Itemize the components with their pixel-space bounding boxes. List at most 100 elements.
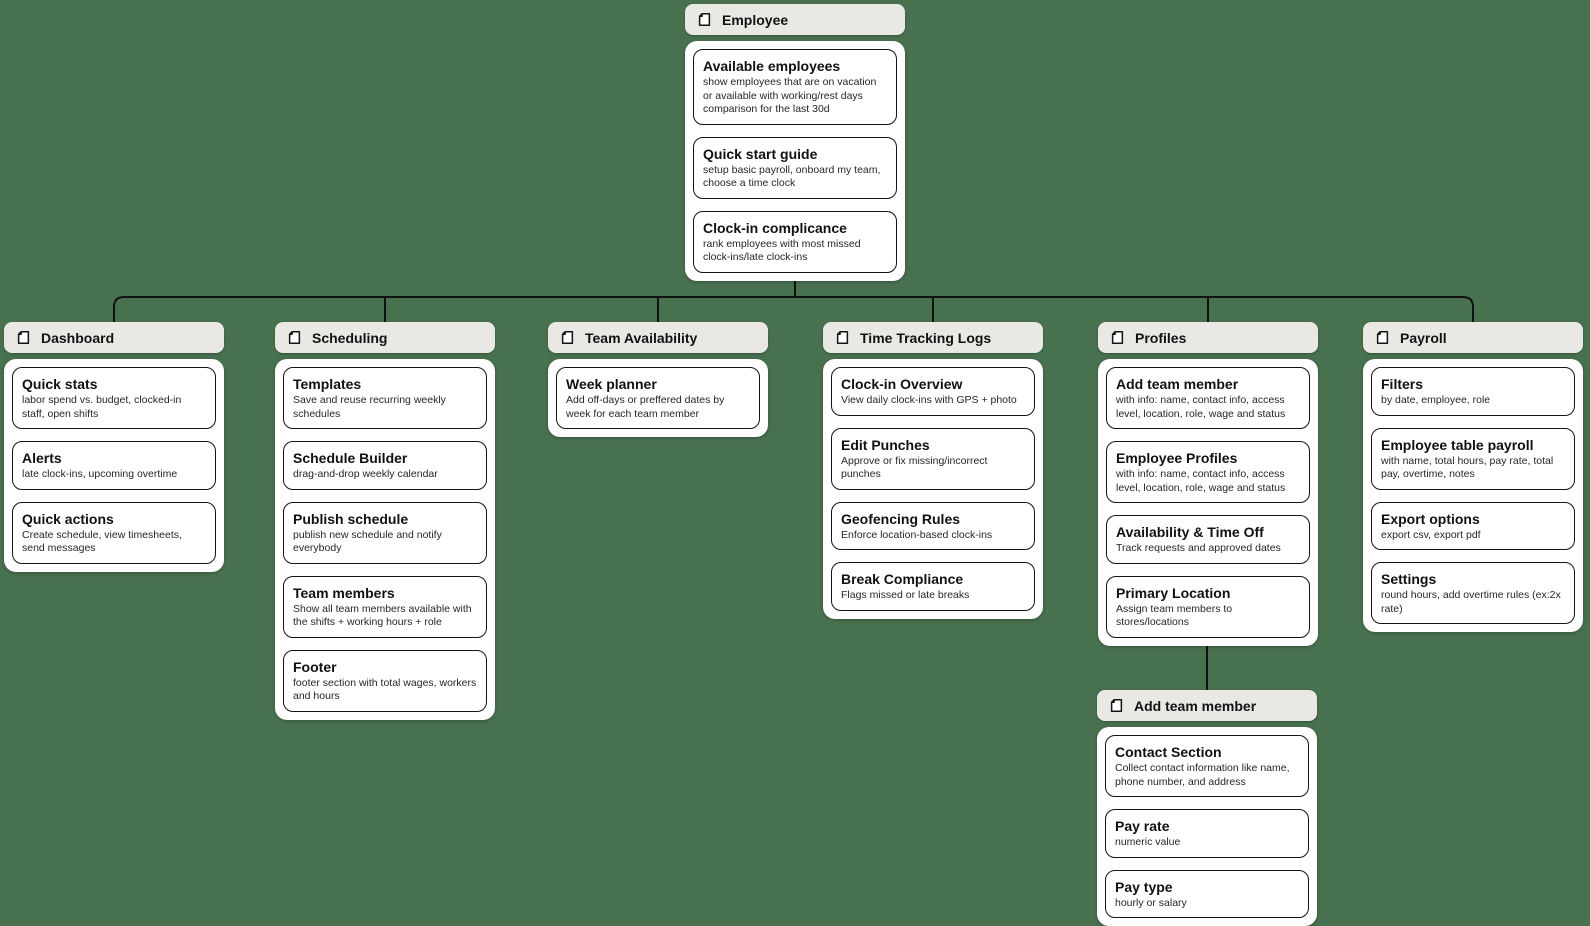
card-description: Collect contact information like name, p…: [1115, 762, 1290, 788]
connector-horizontal-rail: [113, 296, 1474, 323]
node-profiles[interactable]: Profiles Add team member with info: name,…: [1098, 322, 1318, 646]
card-description: numeric value: [1115, 836, 1181, 848]
card-title: Primary Location: [1116, 584, 1231, 601]
card-alerts[interactable]: Alerts late clock-ins, upcoming overtime: [12, 441, 216, 490]
card-title: Add team member: [1116, 376, 1239, 392]
card-title: Availability & Time Off: [1116, 524, 1264, 540]
card-description: round hours, add overtime rules (ex:2x r…: [1381, 589, 1561, 615]
node-title: Employee: [722, 11, 789, 28]
card-description: show employees that are on vacation or a…: [703, 76, 877, 115]
card-title: Filters: [1381, 376, 1424, 392]
card-description: by date, employee, role: [1381, 394, 1491, 406]
card-description: Track requests and approved dates: [1116, 542, 1281, 554]
node-header[interactable]: Team Availability: [548, 322, 768, 353]
node-header[interactable]: Employee: [685, 4, 905, 35]
card-description: Flags missed or late breaks: [841, 589, 970, 601]
document-icon: [835, 330, 850, 345]
document-icon: [1375, 330, 1390, 345]
document-icon: [697, 12, 712, 27]
card-filters[interactable]: Filters by date, employee, role: [1371, 367, 1575, 416]
card-description: export csv, export pdf: [1381, 528, 1481, 541]
document-icon: [1109, 698, 1124, 713]
card-title: Edit Punches: [841, 436, 930, 453]
node-header[interactable]: Dashboard: [4, 322, 224, 353]
card-title: Geofencing Rules: [841, 510, 961, 527]
node-header[interactable]: Scheduling: [275, 322, 495, 353]
card-settings[interactable]: Settings round hours, add overtime rules …: [1371, 562, 1575, 624]
card-title: Schedule Builder: [293, 450, 408, 466]
card-title: Week planner: [566, 376, 657, 392]
card-description: labor spend vs. budget, clocked-in staff…: [22, 394, 182, 420]
card-description: footer section with total wages, workers…: [293, 676, 477, 703]
card-employee-profiles[interactable]: Employee Profiles with info: name, contac…: [1106, 441, 1310, 503]
node-title: Dashboard: [41, 329, 115, 346]
card-description: publish new schedule and notify everybod…: [293, 528, 442, 555]
node-header[interactable]: Add team member: [1097, 690, 1317, 721]
card-description: Assign team members to stores/locations: [1116, 602, 1233, 629]
node-title: Time Tracking Logs: [860, 329, 992, 346]
card-title: Settings: [1381, 571, 1437, 587]
card-title: Contact Section: [1115, 744, 1222, 760]
card-add-team-member[interactable]: Add team member with info: name, contact …: [1106, 367, 1310, 429]
card-title: Employee Profiles: [1116, 450, 1238, 466]
card-title: Clock-in complicance: [703, 219, 847, 236]
card-schedule-builder[interactable]: Schedule Builder drag-and-drop weekly cal…: [283, 441, 487, 490]
card-description: Save and reuse recurring weekly schedule…: [293, 394, 446, 420]
card-description: Create schedule, view timesheets, send m…: [22, 528, 182, 555]
card-description: rank employees with most missed clock-in…: [703, 237, 861, 264]
card-description: Add off-days or preffered dates by week …: [566, 394, 725, 420]
card-title: Break Compliance: [841, 571, 964, 587]
card-description: drag-and-drop weekly calendar: [293, 468, 438, 480]
card-description: Show all team members available with the…: [293, 602, 472, 629]
node-title: Team Availability: [585, 329, 698, 346]
document-icon: [1110, 330, 1125, 345]
card-title: Team members: [293, 584, 395, 601]
node-header[interactable]: Time Tracking Logs: [823, 322, 1043, 353]
card-description: with info: name, contact info, access le…: [1116, 394, 1286, 420]
node-header[interactable]: Profiles: [1098, 322, 1318, 353]
card-description: with info: name, contact info, access le…: [1116, 468, 1286, 494]
node-title: Scheduling: [312, 329, 388, 346]
card-title: Clock-in Overview: [841, 376, 963, 392]
card-description: Approve or fix missing/incorrect punches: [841, 454, 988, 481]
card-title: Pay type: [1115, 878, 1173, 895]
card-description: Enforce location-based clock-ins: [841, 528, 993, 541]
card-description: with name, total hours, pay rate, total …: [1381, 454, 1554, 481]
node-header[interactable]: Payroll: [1363, 322, 1583, 353]
